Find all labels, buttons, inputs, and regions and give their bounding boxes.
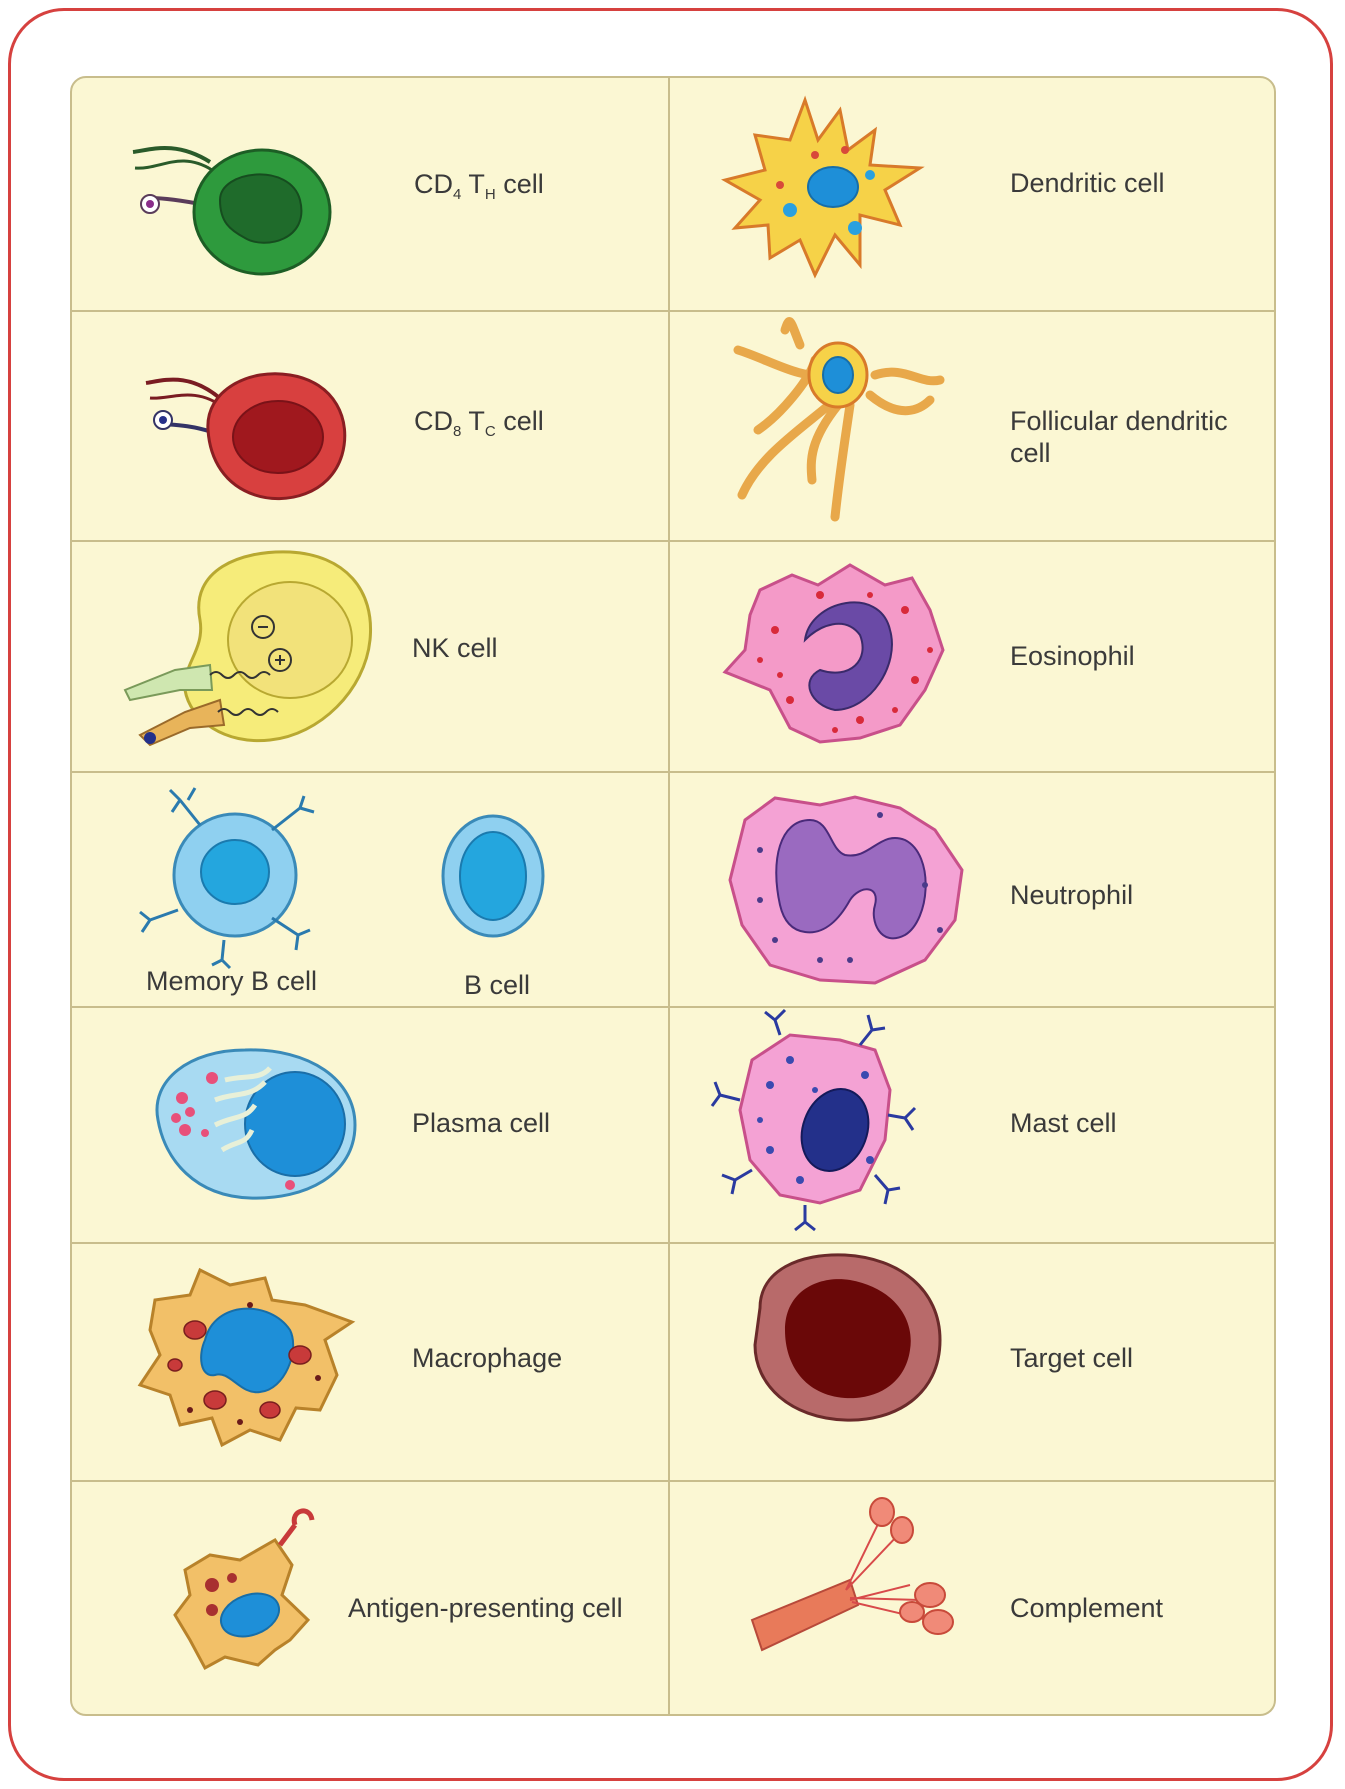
dendritic-cell-icon xyxy=(725,100,920,275)
b-cell-label: B cell xyxy=(464,970,530,1000)
apc-label: Antigen-presenting cell xyxy=(348,1593,623,1623)
macrophage-label: Macrophage xyxy=(412,1343,562,1373)
follicular-label-line1: Follicular dendritic xyxy=(1010,406,1228,436)
b-cell-icon xyxy=(443,816,543,936)
plasma-cell-icon xyxy=(157,1050,355,1198)
eosinophil-icon xyxy=(725,565,943,742)
antigen-presenting-cell-icon xyxy=(175,1511,312,1668)
neutrophil-label: Neutrophil xyxy=(1010,880,1133,910)
mast-cell-label: Mast cell xyxy=(1010,1108,1117,1138)
macrophage-icon xyxy=(140,1270,352,1445)
complement-icon xyxy=(752,1498,953,1650)
target-cell-label: Target cell xyxy=(1010,1343,1133,1373)
memory-b-cell-icon xyxy=(140,788,314,968)
cd8-tc-cell-icon xyxy=(146,374,345,499)
neutrophil-icon xyxy=(730,797,962,983)
follicular-label-line2: cell xyxy=(1010,438,1051,468)
eosinophil-label: Eosinophil xyxy=(1010,641,1135,671)
plasma-cell-label: Plasma cell xyxy=(412,1108,550,1138)
nk-cell-label: NK cell xyxy=(412,633,498,663)
nk-cell-icon xyxy=(125,552,371,745)
dendritic-cell-label: Dendritic cell xyxy=(1010,168,1165,198)
mast-cell-icon xyxy=(712,1010,915,1230)
follicular-dendritic-cell-icon xyxy=(738,322,940,517)
cd4-th-cell-icon xyxy=(133,148,330,274)
complement-label: Complement xyxy=(1010,1593,1164,1623)
cd4-th-cell-label: CD4 TH cell xyxy=(414,169,544,203)
target-cell-icon xyxy=(755,1255,940,1420)
cd8-tc-cell-label: CD8 TC cell xyxy=(414,406,544,440)
memory-b-cell-label: Memory B cell xyxy=(146,966,317,996)
